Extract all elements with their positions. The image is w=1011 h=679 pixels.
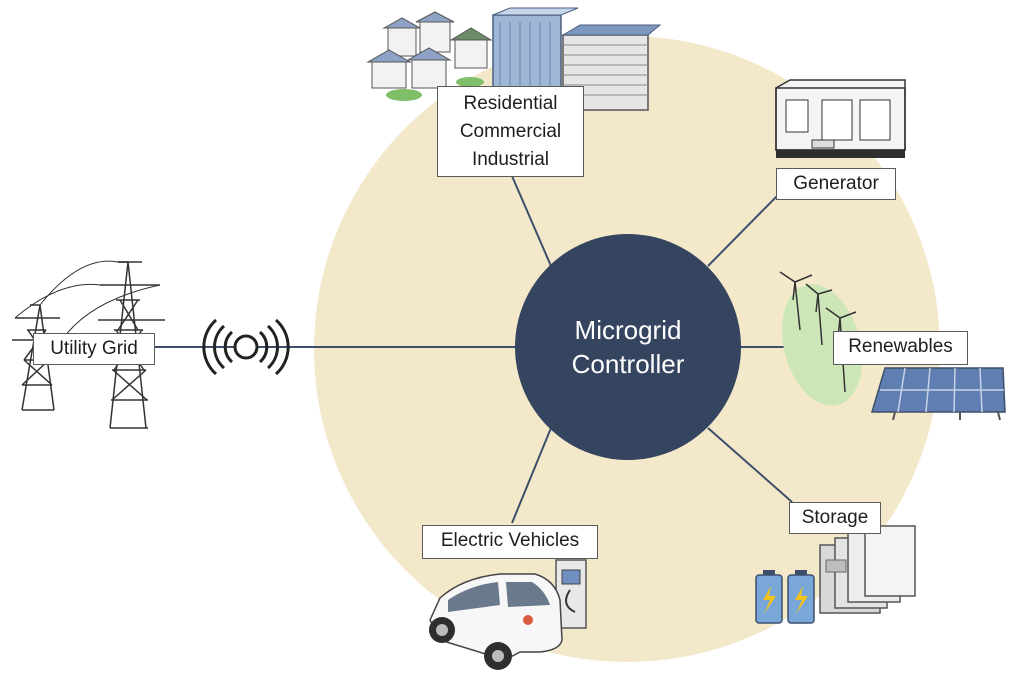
connector-residential bbox=[511, 175, 552, 267]
generator-icon bbox=[775, 79, 906, 158]
connector-generator bbox=[707, 192, 781, 267]
utility-grid-label: Utility Grid bbox=[33, 333, 155, 365]
connector-vehicles bbox=[511, 427, 552, 524]
wireless-signal-icon bbox=[202, 318, 290, 376]
controller-line2: Controller bbox=[571, 349, 685, 379]
buildings-icon bbox=[366, 7, 662, 111]
residential-label: Residential Commercial Industrial bbox=[437, 86, 584, 177]
renewables-label: Renewables bbox=[833, 331, 968, 365]
controller-label: Microgrid Controller bbox=[518, 313, 738, 381]
wind-solar-icon bbox=[779, 271, 1006, 421]
residential-line2: Commercial bbox=[459, 121, 562, 142]
electric-vehicles-label: Electric Vehicles bbox=[422, 525, 598, 559]
battery-icon bbox=[755, 525, 916, 624]
storage-label: Storage bbox=[789, 502, 881, 534]
controller-line1: Microgrid bbox=[574, 315, 682, 345]
generator-label: Generator bbox=[776, 168, 896, 200]
residential-line1: Residential bbox=[463, 93, 558, 114]
microgrid-controller bbox=[515, 234, 741, 460]
connector-storage bbox=[707, 427, 793, 503]
electric-car-icon bbox=[429, 559, 587, 670]
residential-line3: Industrial bbox=[471, 149, 550, 170]
